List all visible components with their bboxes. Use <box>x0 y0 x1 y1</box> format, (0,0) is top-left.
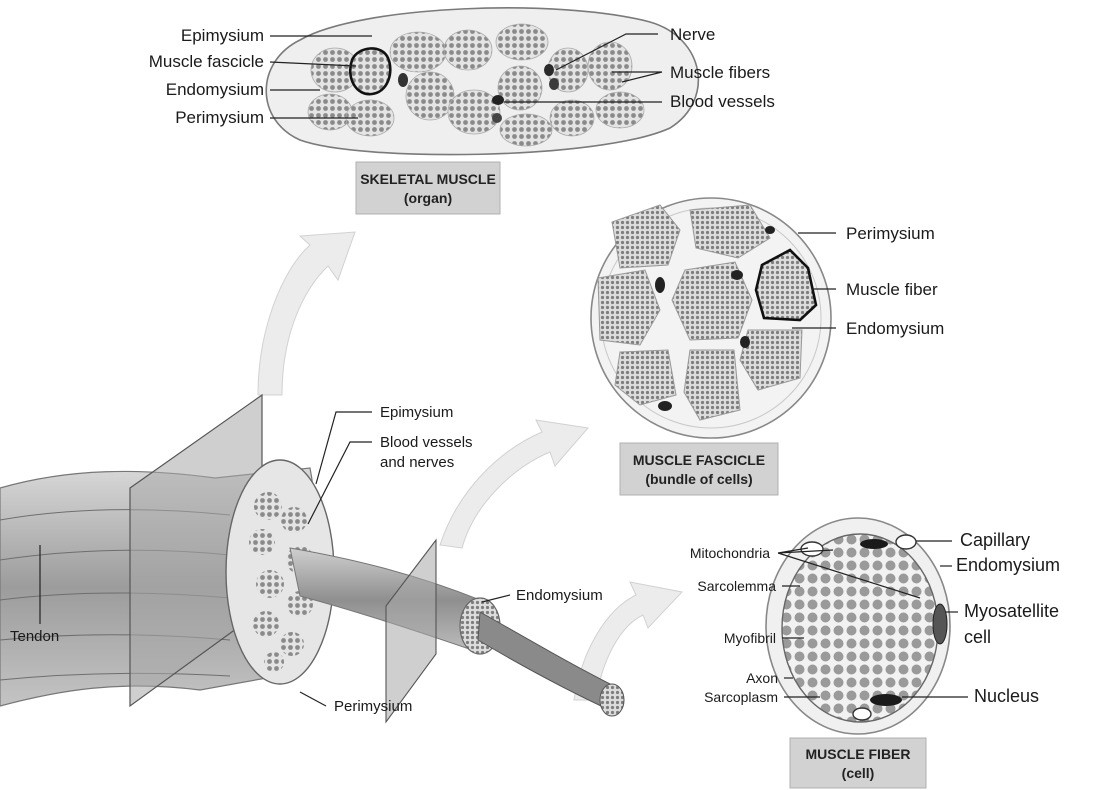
fiber-nucleus <box>740 336 750 348</box>
label-endomysium-organ: Endomysium <box>166 80 264 99</box>
myosatellite-cell <box>933 604 947 644</box>
label-blood-vessels: Blood vessels <box>670 92 775 111</box>
cut-fascicle <box>281 507 307 533</box>
label-myosatellite-line1: Myosatellite <box>964 601 1059 621</box>
blood-vessel <box>398 73 408 87</box>
cut-fascicle <box>280 632 304 656</box>
label-muscle-fibers: Muscle fibers <box>670 63 770 82</box>
label-fascicle-perimysium: Perimysium <box>846 224 935 243</box>
highlighted-fascicle <box>350 48 390 94</box>
skeletal-muscle-title: SKELETAL MUSCLE <box>360 171 496 187</box>
cut-fascicle <box>264 652 284 672</box>
label-fiber-endomysium: Endomysium <box>956 555 1060 575</box>
fascicle <box>500 114 552 146</box>
label-nucleus: Nucleus <box>974 686 1039 706</box>
muscle-fiber-subtitle: (cell) <box>842 765 875 781</box>
label-myofibril: Myofibril <box>724 630 776 646</box>
muscle-fascicle-title-box <box>620 443 778 495</box>
muscle-fiber-title: MUSCLE FIBER <box>806 746 911 762</box>
muscle-fascicle-subtitle: (bundle of cells) <box>645 471 752 487</box>
label-epimysium-organ: Epimysium <box>181 26 264 45</box>
skeletal-muscle-title-box <box>356 162 500 214</box>
label-whole-perimysium: Perimysium <box>334 698 412 715</box>
cut-fascicle <box>256 570 284 598</box>
label-sarcolemma: Sarcolemma <box>697 578 776 594</box>
label-whole-tendon: Tendon <box>10 628 59 645</box>
muscle-fascicle-cross-section: Perimysium Muscle fiber Endomysium MUSCL… <box>591 198 944 495</box>
label-sarcoplasm: Sarcoplasm <box>704 689 778 705</box>
leader-whole-perimysium <box>300 692 326 706</box>
label-myosatellite-line2: cell <box>964 627 991 647</box>
label-whole-blood-vessels-line2: and nerves <box>380 454 454 471</box>
label-fascicle-muscle-fiber: Muscle fiber <box>846 280 938 299</box>
label-nerve: Nerve <box>670 25 715 44</box>
nerve <box>549 78 559 90</box>
label-whole-endomysium: Endomysium <box>516 587 603 604</box>
leader-whole-epimysium <box>316 412 372 484</box>
fascicle <box>444 30 492 70</box>
blood-vessel <box>492 113 502 123</box>
skeletal-muscle-subtitle: (organ) <box>404 190 452 206</box>
fascicle <box>588 42 632 90</box>
label-whole-blood-vessels-line1: Blood vessels <box>380 434 473 451</box>
label-capillary: Capillary <box>960 530 1030 550</box>
fascicle <box>390 32 446 72</box>
fascicle <box>448 90 500 134</box>
fascicle <box>406 72 454 120</box>
leader-whole-endomysium <box>482 595 510 602</box>
cut-fascicle <box>253 611 279 637</box>
nucleus <box>860 539 888 549</box>
fascicle <box>308 94 352 130</box>
muscle-fiber-cross-section: Mitochondria Sarcolemma Myofibril Axon S… <box>690 518 1060 788</box>
skeletal-muscle-cross-section: Epimysium Muscle fascicle Endomysium Per… <box>149 8 775 214</box>
label-perimysium-organ: Perimysium <box>175 108 264 127</box>
label-muscle-fascicle: Muscle fascicle <box>149 52 264 71</box>
fiber-cut-face <box>600 684 624 716</box>
capillary <box>896 535 916 549</box>
blood-vessel <box>492 95 504 105</box>
fascicle <box>550 100 594 136</box>
fiber-nucleus <box>731 270 743 280</box>
nerve <box>544 64 554 76</box>
nucleus <box>870 694 902 706</box>
muscle-fascicle-title: MUSCLE FASCICLE <box>633 452 765 468</box>
cut-fascicle <box>254 492 282 520</box>
fascicle <box>498 66 542 110</box>
fiber-nucleus <box>765 226 775 234</box>
section-plane-small <box>386 540 436 722</box>
fascicle <box>496 24 548 60</box>
label-whole-epimysium: Epimysium <box>380 404 453 421</box>
label-fascicle-endomysium: Endomysium <box>846 319 944 338</box>
label-mitochondria: Mitochondria <box>690 545 770 561</box>
fiber-nucleus <box>655 277 665 293</box>
cut-fascicle <box>249 529 275 555</box>
capillary <box>853 708 871 720</box>
fascicle <box>596 92 644 128</box>
fiber-nucleus <box>658 401 672 411</box>
arrow-to-skeletal-muscle <box>258 232 355 395</box>
label-axon: Axon <box>746 670 778 686</box>
